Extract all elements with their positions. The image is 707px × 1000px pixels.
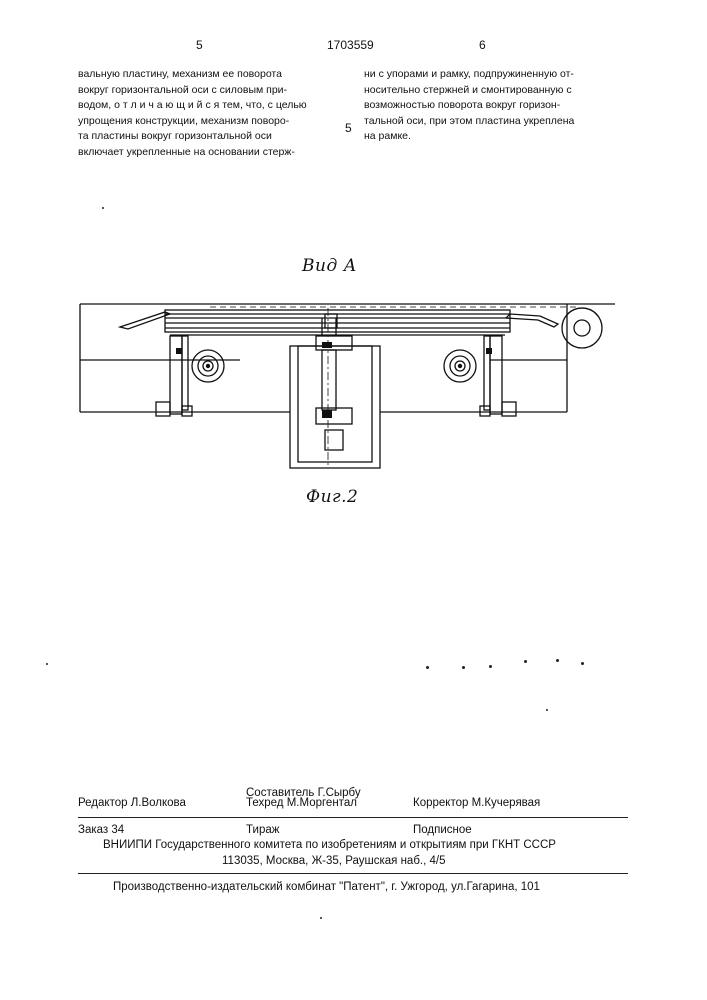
techred-credit: Техред М.Моргентал: [246, 797, 357, 809]
scan-speck: [320, 917, 322, 919]
circulation-label: Тираж: [246, 824, 279, 836]
figure-caption: Фиг.2: [306, 487, 358, 507]
editor-credit: Редактор Л.Волкова: [78, 797, 186, 809]
scan-speck: [489, 665, 492, 668]
scan-speck: [556, 659, 559, 662]
spring-end-left: [120, 312, 170, 329]
vertical-rod: [322, 350, 336, 410]
claim-text-right-column: ни с упорами и рамку, подпружиненную от-…: [364, 67, 626, 145]
page-number-left: 5: [196, 38, 203, 52]
institute-line: ВНИИПИ Государственного комитета по изоб…: [103, 839, 556, 851]
publisher-line: Производственно-издательский комбинат "П…: [113, 881, 540, 893]
view-label: Вид А: [302, 256, 357, 276]
order-number: Заказ 34: [78, 824, 124, 836]
technical-drawing: [70, 278, 630, 478]
scan-speck: [426, 666, 429, 669]
corrector-credit: Корректор М.Кучерявая: [413, 797, 540, 809]
scan-speck: [46, 663, 48, 665]
patent-number: 1703559: [327, 38, 374, 52]
imprint-divider-top: [78, 817, 628, 818]
page-number-right: 6: [479, 38, 486, 52]
scan-speck: [546, 709, 548, 711]
imprint-divider-bottom: [78, 873, 628, 874]
right-bracket: [490, 336, 502, 414]
scan-speck: [524, 660, 527, 663]
scan-speck: [462, 666, 465, 669]
left-bracket: [170, 336, 182, 414]
scan-speck: [102, 207, 104, 209]
right-bolt: [502, 402, 516, 416]
upper-clamp: [316, 336, 352, 350]
subscription-label: Подписное: [413, 824, 472, 836]
claim-text-left-column: вальную пластину, механизм ее поворота в…: [78, 67, 340, 161]
line-number-marker: 5: [345, 121, 352, 135]
spring-end-right: [506, 314, 558, 327]
left-bolt: [156, 402, 170, 416]
scan-speck: [581, 662, 584, 665]
address-line: 113035, Москва, Ж-35, Раушская наб., 4/5: [222, 855, 445, 867]
